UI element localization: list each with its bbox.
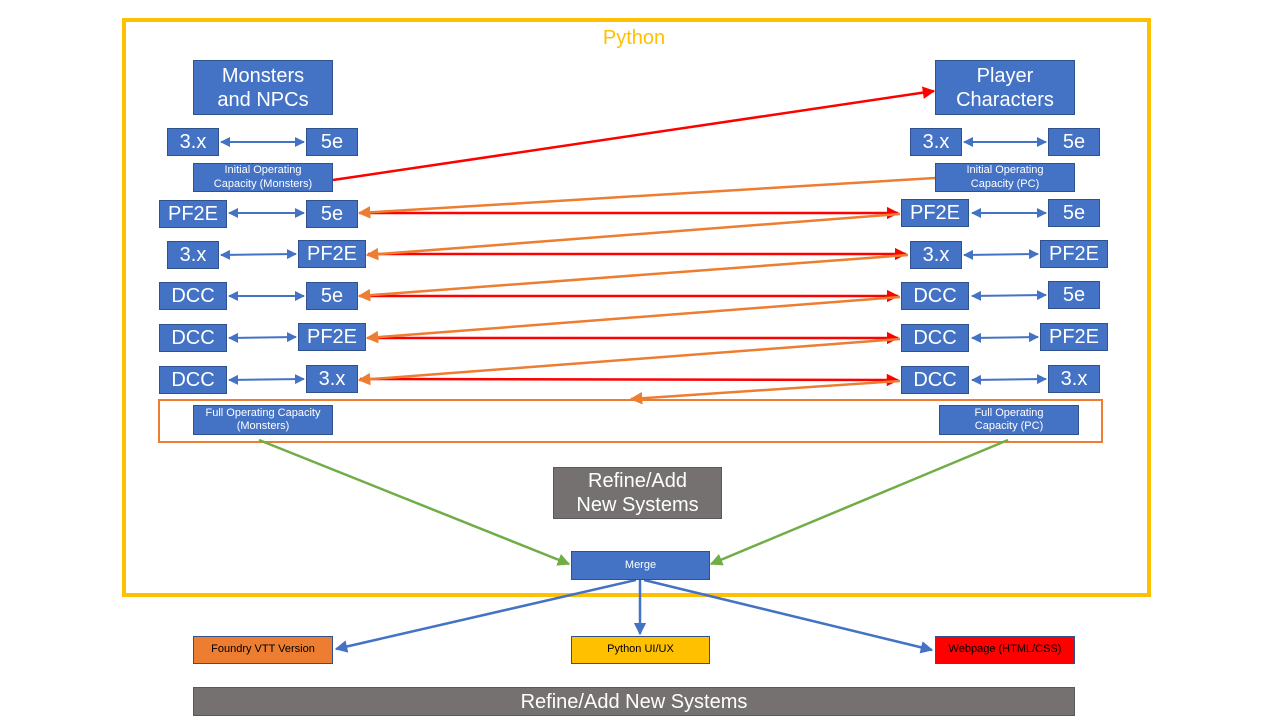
mon-foc-box: Full Operating Capacity (Monsters) [193,405,333,435]
pc-ioc-box: Initial Operating Capacity (PC) [935,163,1075,192]
mon-system-dcc: DCC [159,282,227,310]
mon-system-pf2e: PF2E [159,200,227,228]
python-label: Python [602,27,666,49]
mon-system-5e: 5e [306,200,358,228]
mon-system-3x: 3.x [306,365,358,393]
refine-add-systems-bottom: Refine/Add New Systems [193,687,1075,716]
pc-system-3x: 3.x [1048,365,1100,393]
pc-foc-to-merge-arrow [709,438,1009,566]
pc-system-pf2e: PF2E [901,199,969,227]
pc-pair-arrow-5 [971,332,1039,343]
python-frame [122,18,1151,597]
pc-pair-arrow-4 [971,290,1047,301]
mon-pair-arrow-6 [228,374,305,385]
webpage-output: Webpage (HTML/CSS) [935,636,1075,664]
pc-system-dcc: DCC [901,282,969,310]
merge-box: Merge [571,551,710,580]
merge-to-webpage-arrow [643,578,934,654]
mon-ioc-box: Initial Operating Capacity (Monsters) [193,163,333,192]
pc-pair-arrow-6 [971,374,1047,385]
mon-system-dcc: DCC [159,366,227,394]
pc-system-5e: 5e [1048,281,1100,309]
pc-system-5e: 5e [1048,199,1100,227]
pc-system-5e: 5e [1048,128,1100,156]
pc-system-dcc: DCC [901,366,969,394]
row6-to-foc-arrow [629,379,901,405]
mon-foc-to-merge-arrow [258,438,571,566]
pc-ioc-to-row2-arrow [357,176,936,219]
player-characters-title: Player Characters [935,60,1075,115]
mon-system-3x: 3.x [167,128,219,156]
pc-system-3x: 3.x [910,128,962,156]
python-ui-output: Python UI/UX [571,636,710,664]
pc-pair-arrow-3 [963,249,1039,260]
ioc-to-player-arrow [332,86,936,182]
pc-system-3x: 3.x [910,241,962,269]
row3-to-row4-arrow [357,253,909,302]
merge-to-foundry-arrow [334,578,637,653]
pc-system-pf2e: PF2E [1040,323,1108,351]
row5-to-row6-arrow [357,337,901,386]
row6-red-arrow [359,373,900,387]
mon-system-pf2e: PF2E [298,323,366,351]
mon-system-5e: 5e [306,282,358,310]
mon-system-3x: 3.x [167,241,219,269]
pc-system-dcc: DCC [901,324,969,352]
mon-pair-arrow-3 [220,249,297,260]
refine-add-systems-inner: Refine/Add New Systems [553,467,722,519]
pc-foc-box: Full Operating Capacity (PC) [939,405,1079,435]
mon-system-dcc: DCC [159,324,227,352]
mon-system-5e: 5e [306,128,358,156]
mon-pair-arrow-5 [228,332,297,343]
row4-to-row5-arrow [365,295,901,344]
row2-to-row3-arrow [365,212,901,261]
monsters-npcs-title: Monsters and NPCs [193,60,333,115]
pc-system-pf2e: PF2E [1040,240,1108,268]
mon-system-pf2e: PF2E [298,240,366,268]
foundry-vtt-output: Foundry VTT Version [193,636,333,664]
